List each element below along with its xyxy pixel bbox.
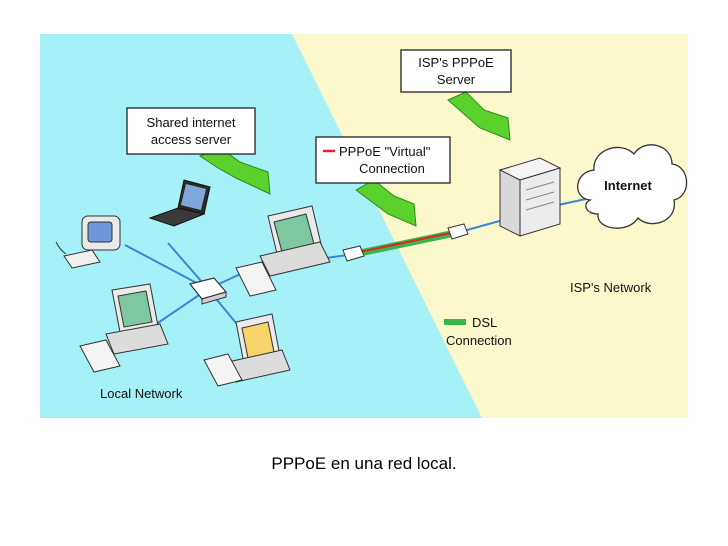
computer-bottom-left — [79, 283, 169, 373]
callout-pppoe-virtual: PPPoE "Virtual" Connection — [315, 136, 451, 184]
arrow-isp-server — [447, 91, 511, 141]
isp-server-label-line1: ISP's PPPoE — [418, 55, 494, 70]
isp-server-label-line2: Server — [437, 72, 476, 87]
internet-label: Internet — [604, 178, 652, 193]
callout-shared-server: Shared internet access server — [126, 107, 256, 155]
dsl-connection-line — [325, 219, 504, 259]
callout-arrows — [198, 91, 511, 227]
internet-cloud: Internet — [577, 144, 688, 229]
shared-server-label-line1: Shared internet — [147, 115, 236, 130]
dsl-legend: DSL Connection — [444, 315, 512, 348]
isp-network-label: ISP's Network — [570, 280, 652, 295]
dsl-label-line1: DSL — [472, 315, 497, 330]
isp-network-region — [292, 34, 688, 418]
pppoe-virtual-label-line2: Connection — [359, 161, 425, 176]
slide-caption: PPPoE en una red local. — [271, 454, 457, 473]
dsl-modem-local — [342, 245, 365, 262]
computer-laptop — [148, 179, 211, 227]
computer-bottom-right — [203, 313, 291, 387]
computer-imac-blue — [55, 215, 121, 269]
callout-isp-server: ISP's PPPoE Server — [400, 49, 512, 93]
local-network-label: Local Network — [100, 386, 183, 401]
dsl-modem-isp — [447, 223, 469, 240]
computer-shared-server — [235, 205, 331, 297]
network-hub — [188, 277, 228, 305]
isp-pppoe-server — [498, 157, 562, 237]
dsl-label-line2: Connection — [446, 333, 512, 348]
pppoe-virtual-label-line1: PPPoE "Virtual" — [339, 144, 431, 159]
shared-server-label-line2: access server — [151, 132, 232, 147]
